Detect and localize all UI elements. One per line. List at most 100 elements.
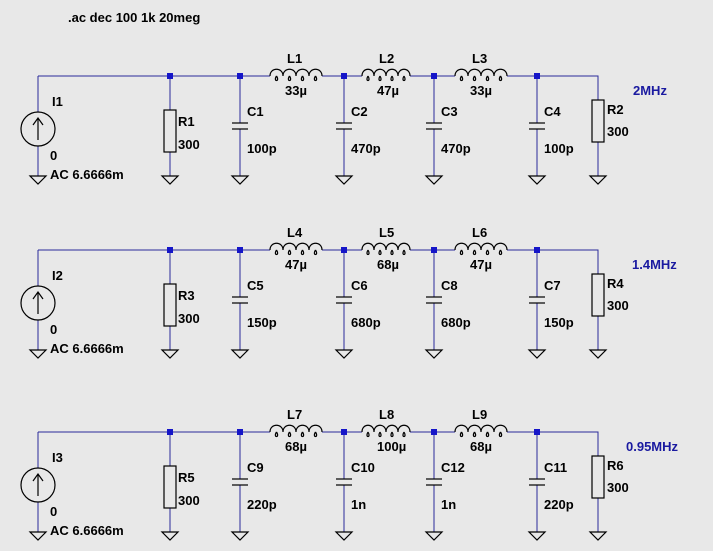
- resistor-r5[interactable]: [163, 465, 177, 509]
- inductor-label: L7: [287, 407, 302, 422]
- resistor-value: 300: [607, 298, 629, 313]
- ground-icon: [28, 531, 48, 541]
- capacitor-label: C5: [247, 278, 264, 293]
- resistor-r4[interactable]: [591, 273, 605, 317]
- ground-icon: [28, 349, 48, 359]
- inductor-value: 47µ: [285, 257, 307, 272]
- resistor-label: R2: [607, 102, 624, 117]
- resistor-body: [591, 455, 605, 499]
- resistor-value: 300: [607, 480, 629, 495]
- capacitor-c11[interactable]: [529, 478, 545, 486]
- inductor-coil: [454, 242, 508, 256]
- wire-junction: [534, 247, 540, 253]
- resistor-body: [591, 273, 605, 317]
- capacitor-label: C12: [441, 460, 465, 475]
- capacitor-c4[interactable]: [529, 122, 545, 130]
- wire-junction: [431, 247, 437, 253]
- current-source-circle: [20, 285, 56, 321]
- inductor-l7[interactable]: [269, 424, 323, 438]
- resistor-label: R4: [607, 276, 624, 291]
- resistor-r6[interactable]: [591, 455, 605, 499]
- capacitor-c10[interactable]: [336, 478, 352, 486]
- capacitor-value: 470p: [441, 141, 471, 156]
- resistor-value: 300: [178, 137, 200, 152]
- ground-icon: [230, 531, 250, 541]
- capacitor-c7[interactable]: [529, 296, 545, 304]
- inductor-coil: [269, 68, 323, 82]
- source-ac-value: AC 6.6666m: [50, 167, 124, 182]
- inductor-label: L8: [379, 407, 394, 422]
- source-dc-value: 0: [50, 322, 57, 337]
- inductor-l9[interactable]: [454, 424, 508, 438]
- inductor-l3[interactable]: [454, 68, 508, 82]
- wire-junction: [167, 73, 173, 79]
- inductor-value: 47µ: [470, 257, 492, 272]
- capacitor-value: 1n: [351, 497, 366, 512]
- ground-icon: [230, 349, 250, 359]
- arrow-up-icon: [32, 290, 44, 300]
- capacitor-c8[interactable]: [426, 296, 442, 304]
- capacitor-value: 1n: [441, 497, 456, 512]
- resistor-label: R5: [178, 470, 195, 485]
- inductor-label: L9: [472, 407, 487, 422]
- source-label: I1: [52, 94, 63, 109]
- inductor-value: 33µ: [470, 83, 492, 98]
- arrow-up-icon: [32, 116, 44, 126]
- capacitor-c9[interactable]: [232, 478, 248, 486]
- inductor-label: L5: [379, 225, 394, 240]
- capacitor-label: C9: [247, 460, 264, 475]
- current-source-i3[interactable]: [20, 467, 56, 503]
- current-source-i1[interactable]: [20, 111, 56, 147]
- resistor-r1[interactable]: [163, 109, 177, 153]
- capacitor-c1[interactable]: [232, 122, 248, 130]
- capacitor-value: 220p: [247, 497, 277, 512]
- capacitor-c2[interactable]: [336, 122, 352, 130]
- ground-icon: [527, 349, 547, 359]
- wire-junction: [237, 429, 243, 435]
- inductor-label: L4: [287, 225, 303, 240]
- inductor-value: 47µ: [377, 83, 399, 98]
- inductor-value: 68µ: [377, 257, 399, 272]
- inductor-label: L6: [472, 225, 487, 240]
- capacitor-c12[interactable]: [426, 478, 442, 486]
- resistor-r2[interactable]: [591, 99, 605, 143]
- current-source-circle: [20, 467, 56, 503]
- capacitor-label: C11: [544, 460, 567, 475]
- inductor-l5[interactable]: [361, 242, 411, 256]
- resistor-r3[interactable]: [163, 283, 177, 327]
- ground-icon: [334, 531, 354, 541]
- inductor-coil: [454, 68, 508, 82]
- arrow-up-icon: [32, 472, 44, 482]
- source-ac-value: AC 6.6666m: [50, 523, 124, 538]
- source-dc-value: 0: [50, 504, 57, 519]
- inductor-l2[interactable]: [361, 68, 411, 82]
- current-source-i2[interactable]: [20, 285, 56, 321]
- capacitor-c3[interactable]: [426, 122, 442, 130]
- inductor-l1[interactable]: [269, 68, 323, 82]
- capacitor-label: C8: [441, 278, 458, 293]
- capacitor-value: 100p: [247, 141, 277, 156]
- ground-icon: [424, 349, 444, 359]
- resistor-label: R6: [607, 458, 624, 473]
- inductor-l6[interactable]: [454, 242, 508, 256]
- inductor-coil: [361, 424, 411, 438]
- source-label: I3: [52, 450, 63, 465]
- capacitor-c5[interactable]: [232, 296, 248, 304]
- inductor-l4[interactable]: [269, 242, 323, 256]
- source-dc-value: 0: [50, 148, 57, 163]
- wire-junction: [431, 73, 437, 79]
- spice-directive[interactable]: .ac dec 100 1k 20meg: [68, 10, 200, 25]
- resistor-value: 300: [178, 311, 200, 326]
- capacitor-value: 220p: [544, 497, 574, 512]
- frequency-label: 1.4MHz: [632, 257, 677, 272]
- ground-icon: [424, 175, 444, 185]
- wire-junction: [167, 429, 173, 435]
- inductor-value: 68µ: [470, 439, 492, 454]
- resistor-body: [163, 109, 177, 153]
- inductor-coil: [269, 424, 323, 438]
- wire-junction: [431, 429, 437, 435]
- capacitor-c6[interactable]: [336, 296, 352, 304]
- ground-icon: [160, 175, 180, 185]
- inductor-l8[interactable]: [361, 424, 411, 438]
